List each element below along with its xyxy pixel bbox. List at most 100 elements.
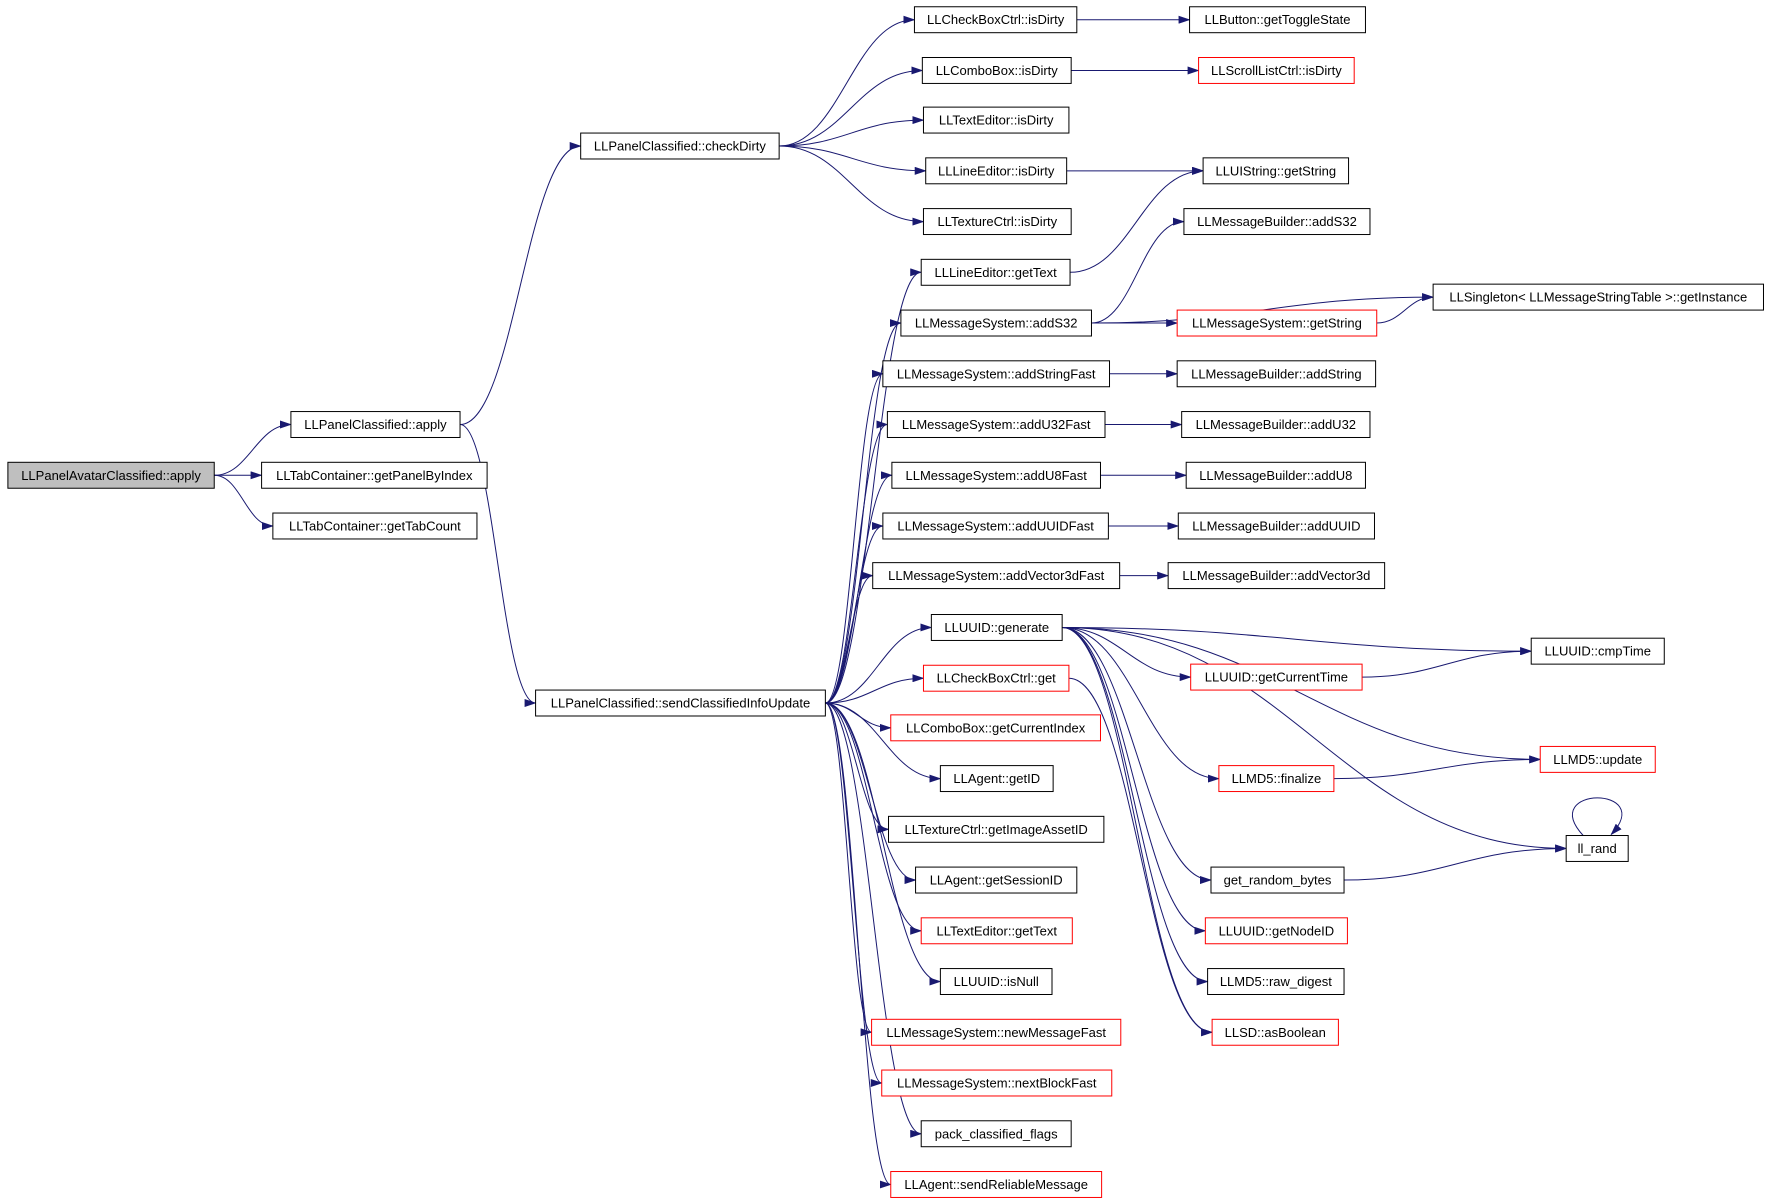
edge-uuid_gen-to-uuid_curtime xyxy=(1062,626,1192,682)
node-pc_apply[interactable]: LLPanelClassified::apply xyxy=(290,411,461,438)
edge-line xyxy=(460,142,582,426)
node-box xyxy=(1432,283,1764,311)
node-ms_addStrFast[interactable]: LLMessageSystem::addStringFast xyxy=(882,360,1111,388)
node-label: LLUIString::getString xyxy=(1215,163,1336,178)
node-box xyxy=(1183,208,1371,236)
edge-checkDirty-to-cb_isDirty xyxy=(779,15,916,147)
edge-line xyxy=(825,674,925,704)
node-mb_addUUID[interactable]: LLMessageBuilder::addUUID xyxy=(1177,512,1375,540)
node-md5_finalize[interactable]: LLMD5::finalize xyxy=(1218,765,1335,793)
edge-uuid_gen-to-uuid_node xyxy=(1062,626,1207,935)
node-label: LLUUID::getCurrentTime xyxy=(1205,670,1348,685)
node-uistring[interactable]: LLUIString::getString xyxy=(1202,157,1350,185)
node-uuid_null[interactable]: LLUUID::isNull xyxy=(939,968,1053,996)
node-label: LLPanelClassified::apply xyxy=(304,417,447,432)
node-ms_addUUID[interactable]: LLMessageSystem::addUUIDFast xyxy=(882,512,1109,540)
node-agent_send[interactable]: LLAgent::sendReliableMessage xyxy=(890,1171,1103,1198)
node-tex_isDirty[interactable]: LLTextureCtrl::isDirty xyxy=(922,208,1072,236)
node-mb_addU8[interactable]: LLMessageBuilder::addU8 xyxy=(1185,461,1366,489)
node-te_getText[interactable]: LLTextEditor::getText xyxy=(920,917,1073,945)
edge-uuid_gen-to-ll_rand xyxy=(1062,626,1568,853)
node-btn_toggle[interactable]: LLButton::getToggleState xyxy=(1189,6,1366,34)
edge-line xyxy=(825,702,923,1138)
edge-rand_bytes-to-ll_rand xyxy=(1344,844,1568,881)
node-uuid_cmp[interactable]: LLUUID::cmpTime xyxy=(1530,637,1665,665)
node-le_isDirty[interactable]: LLLineEditor::isDirty xyxy=(925,157,1068,185)
edge-line xyxy=(825,702,890,834)
edge-sendInfo-to-le_getText xyxy=(825,268,923,704)
node-mb_addVec[interactable]: LLMessageBuilder::addVector3d xyxy=(1167,562,1386,590)
node-label: LLUUID::isNull xyxy=(954,974,1039,989)
edge-line xyxy=(825,702,923,935)
edge-checkDirty-to-te_isDirty xyxy=(779,116,925,147)
node-uuid_gen[interactable]: LLUUID::generate xyxy=(930,614,1063,641)
edge-line xyxy=(825,369,884,704)
node-label: LLMessageSystem::addVector3dFast xyxy=(888,568,1104,583)
node-ms_addU32[interactable]: LLMessageSystem::addU32Fast xyxy=(886,411,1106,438)
node-singleton[interactable]: LLSingleton< LLMessageStringTable >::get… xyxy=(1432,283,1764,311)
node-label: LLMessageBuilder::addVector3d xyxy=(1182,568,1370,583)
node-label: LLPanelClassified::sendClassifiedInfoUpd… xyxy=(551,696,810,711)
edge-uuid_gen-to-md5_finalize xyxy=(1062,626,1220,783)
node-cb_get[interactable]: LLCheckBoxCtrl::get xyxy=(922,664,1070,692)
node-label: LLTextureCtrl::getImageAssetID xyxy=(905,822,1088,837)
edge-line xyxy=(1062,626,1568,853)
node-ms_addVec[interactable]: LLMessageSystem::addVector3dFast xyxy=(872,562,1121,590)
node-label: get_random_bytes xyxy=(1224,873,1332,888)
node-rand_bytes[interactable]: get_random_bytes xyxy=(1210,866,1345,894)
node-root[interactable]: LLPanelAvatarClassified::apply xyxy=(7,461,215,489)
edge-line xyxy=(825,702,892,1189)
edge-line xyxy=(1062,626,1207,935)
node-combo_isDirty[interactable]: LLComboBox::isDirty xyxy=(921,57,1072,84)
node-label: LLSD::asBoolean xyxy=(1225,1025,1326,1040)
node-sendInfo[interactable]: LLPanelClassified::sendClassifiedInfoUpd… xyxy=(535,689,826,717)
node-label: LLAgent::sendReliableMessage xyxy=(904,1177,1088,1192)
edge-line xyxy=(1062,626,1209,986)
edge-sendInfo-to-agent_send xyxy=(825,702,892,1189)
node-checkDirty[interactable]: LLPanelClassified::checkDirty xyxy=(580,132,780,160)
node-agent_getID[interactable]: LLAgent::getID xyxy=(939,765,1054,793)
node-tab_getCount[interactable]: LLTabContainer::getTabCount xyxy=(272,512,478,540)
node-sl_isDirty[interactable]: LLScrollListCtrl::isDirty xyxy=(1198,57,1355,84)
node-ms_nextBlock[interactable]: LLMessageSystem::nextBlockFast xyxy=(881,1069,1113,1097)
edge-line xyxy=(825,268,923,704)
node-box xyxy=(890,1171,1103,1198)
edge-sendInfo-to-ms_addVec xyxy=(825,571,874,704)
node-uuid_curtime[interactable]: LLUUID::getCurrentTime xyxy=(1190,663,1363,691)
node-md5_raw[interactable]: LLMD5::raw_digest xyxy=(1207,968,1345,996)
node-ms_newMsg[interactable]: LLMessageSystem::newMessageFast xyxy=(871,1018,1122,1046)
node-ms_addU8[interactable]: LLMessageSystem::addU8Fast xyxy=(891,461,1101,489)
node-ms_addS32[interactable]: LLMessageSystem::addS32 xyxy=(900,309,1092,337)
node-llsd_bool[interactable]: LLSD::asBoolean xyxy=(1211,1018,1339,1046)
node-label: LLMessageSystem::addUUIDFast xyxy=(897,519,1094,534)
node-mb_addS32[interactable]: LLMessageBuilder::addS32 xyxy=(1183,208,1371,236)
node-ll_rand[interactable]: ll_rand xyxy=(1565,835,1629,862)
node-tex_asset[interactable]: LLTextureCtrl::getImageAssetID xyxy=(888,815,1105,843)
node-box xyxy=(1167,562,1386,590)
node-tab_getPanel[interactable]: LLTabContainer::getPanelByIndex xyxy=(261,461,488,489)
node-mb_addString[interactable]: LLMessageBuilder::addString xyxy=(1176,360,1377,388)
node-cb_isDirty[interactable]: LLCheckBoxCtrl::isDirty xyxy=(913,6,1078,34)
node-pack_flags[interactable]: pack_classified_flags xyxy=(920,1120,1072,1148)
node-label: LLAgent::getSessionID xyxy=(930,873,1063,888)
edge-sendInfo-to-te_getText xyxy=(825,702,923,935)
edge-md5_finalize-to-md5_update xyxy=(1333,755,1542,780)
edge-line xyxy=(1062,626,1220,783)
node-box xyxy=(1210,866,1345,894)
edge-pc_apply-to-checkDirty xyxy=(460,142,582,426)
edge-ll_rand-to-ll_rand xyxy=(1572,797,1623,836)
edge-line xyxy=(825,702,942,783)
node-combo_idx[interactable]: LLComboBox::getCurrentIndex xyxy=(890,714,1101,742)
node-le_getText[interactable]: LLLineEditor::getText xyxy=(920,258,1071,286)
node-box xyxy=(7,461,215,489)
node-box xyxy=(1565,835,1629,862)
node-ms_getString[interactable]: LLMessageSystem::getString xyxy=(1176,309,1378,337)
node-label: pack_classified_flags xyxy=(935,1126,1058,1141)
node-box xyxy=(882,512,1109,540)
node-uuid_node[interactable]: LLUUID::getNodeID xyxy=(1204,917,1348,945)
edge-checkDirty-to-le_isDirty xyxy=(779,145,927,175)
node-mb_addU32[interactable]: LLMessageBuilder::addU32 xyxy=(1181,411,1371,438)
node-te_isDirty[interactable]: LLTextEditor::isDirty xyxy=(922,106,1070,134)
node-md5_update[interactable]: LLMD5::update xyxy=(1539,745,1656,773)
node-agent_sess[interactable]: LLAgent::getSessionID xyxy=(915,866,1078,894)
